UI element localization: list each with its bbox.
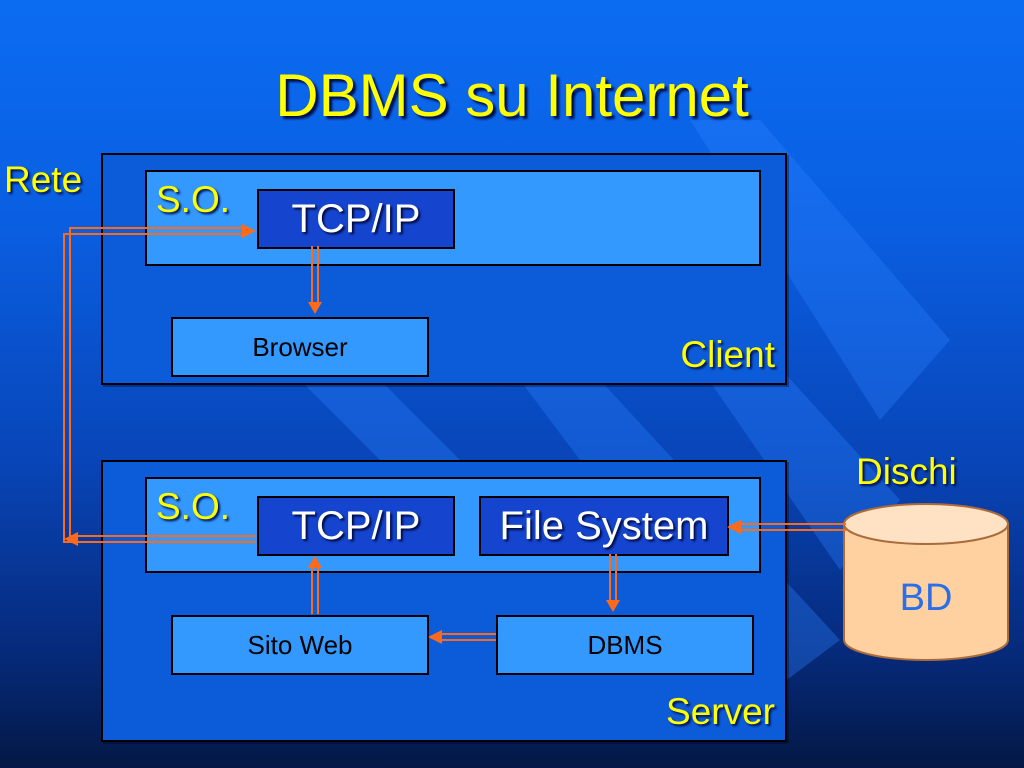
client-tcpip-box: TCP/IP — [257, 189, 455, 249]
dischi-label: Dischi — [856, 451, 957, 492]
server-tcpip-box: TCP/IP — [257, 496, 455, 556]
client-os-label: S.O. — [156, 179, 231, 220]
sito-web-box: Sito Web — [171, 615, 429, 675]
client-label: Client — [680, 334, 775, 375]
database-label: BD — [899, 577, 953, 619]
server-label: Server — [666, 691, 775, 732]
server-panel: S.O. TCP/IP File System Sito Web DBMS Se… — [101, 460, 787, 742]
file-system-box: File System — [479, 496, 729, 556]
browser-box: Browser — [171, 317, 429, 377]
slide-title: DBMS su Internet — [275, 62, 749, 129]
server-os-label: S.O. — [156, 486, 231, 527]
dbms-box: DBMS — [496, 615, 754, 675]
client-panel: S.O. TCP/IP Browser Client — [101, 153, 787, 385]
rete-label: Rete — [4, 159, 83, 200]
